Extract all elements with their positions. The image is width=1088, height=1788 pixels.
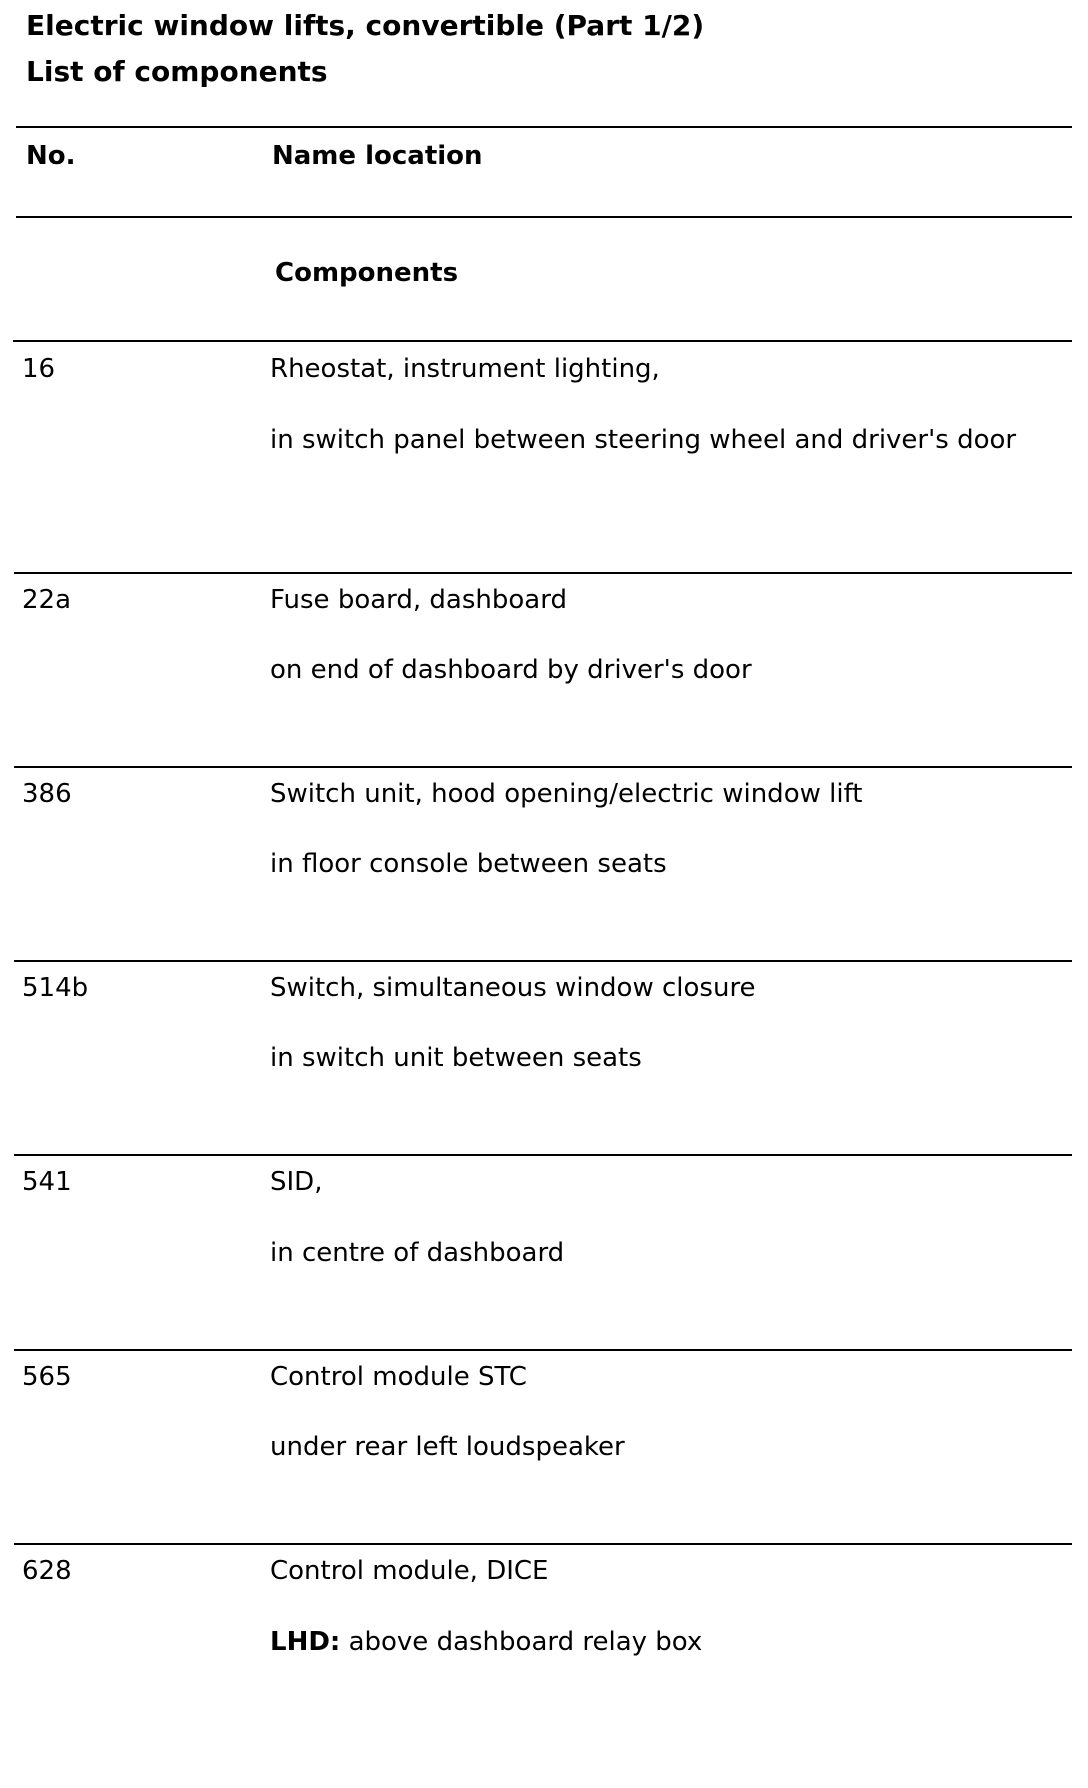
row-location: LHD: above dashboard relay box	[270, 1629, 702, 1655]
row-divider	[14, 1543, 1072, 1545]
row-name: Switch, simultaneous window closure	[270, 973, 756, 1003]
row-number: 628	[22, 1556, 72, 1586]
row-number: 22a	[22, 585, 72, 615]
row-divider	[14, 1154, 1072, 1156]
row-name: Rheostat, instrument lighting,	[270, 354, 660, 384]
header-bottom-rule	[16, 216, 1072, 218]
row-location: on end of dashboard by driver's door	[270, 655, 752, 685]
row-name: SID,	[270, 1167, 323, 1197]
row-divider	[14, 960, 1072, 962]
row-number: 386	[22, 779, 72, 809]
section-bottom-rule	[13, 340, 1072, 342]
row-location: in floor console between seats	[270, 849, 667, 879]
header-name-location: Name location	[272, 141, 483, 171]
row-number: 16	[22, 354, 56, 384]
document-subtitle: List of components	[26, 55, 328, 88]
row-location: in centre of dashboard	[270, 1238, 565, 1268]
row-number: 565	[22, 1362, 72, 1392]
row-location: under rear left loudspeaker	[270, 1432, 625, 1462]
row-divider	[14, 766, 1072, 768]
row-number: 541	[22, 1167, 72, 1197]
row-name: Control module, DICE	[270, 1556, 549, 1586]
row-name: Control module STC	[270, 1362, 527, 1392]
header-no: No.	[26, 141, 76, 171]
section-heading: Components	[275, 258, 459, 288]
table-top-rule	[16, 126, 1072, 128]
row-location: in switch panel between steering wheel a…	[270, 425, 1017, 455]
document-title: Electric window lifts, convertible (Part…	[26, 9, 705, 42]
row-number: 514b	[22, 973, 89, 1003]
location-label: LHD:	[270, 1627, 341, 1657]
row-name: Fuse board, dashboard	[270, 585, 567, 615]
location-text: above dashboard relay box	[340, 1627, 703, 1657]
row-divider	[14, 572, 1072, 574]
row-location: in switch unit between seats	[270, 1043, 642, 1073]
row-divider	[14, 1349, 1072, 1351]
row-name: Switch unit, hood opening/electric windo…	[270, 779, 863, 809]
